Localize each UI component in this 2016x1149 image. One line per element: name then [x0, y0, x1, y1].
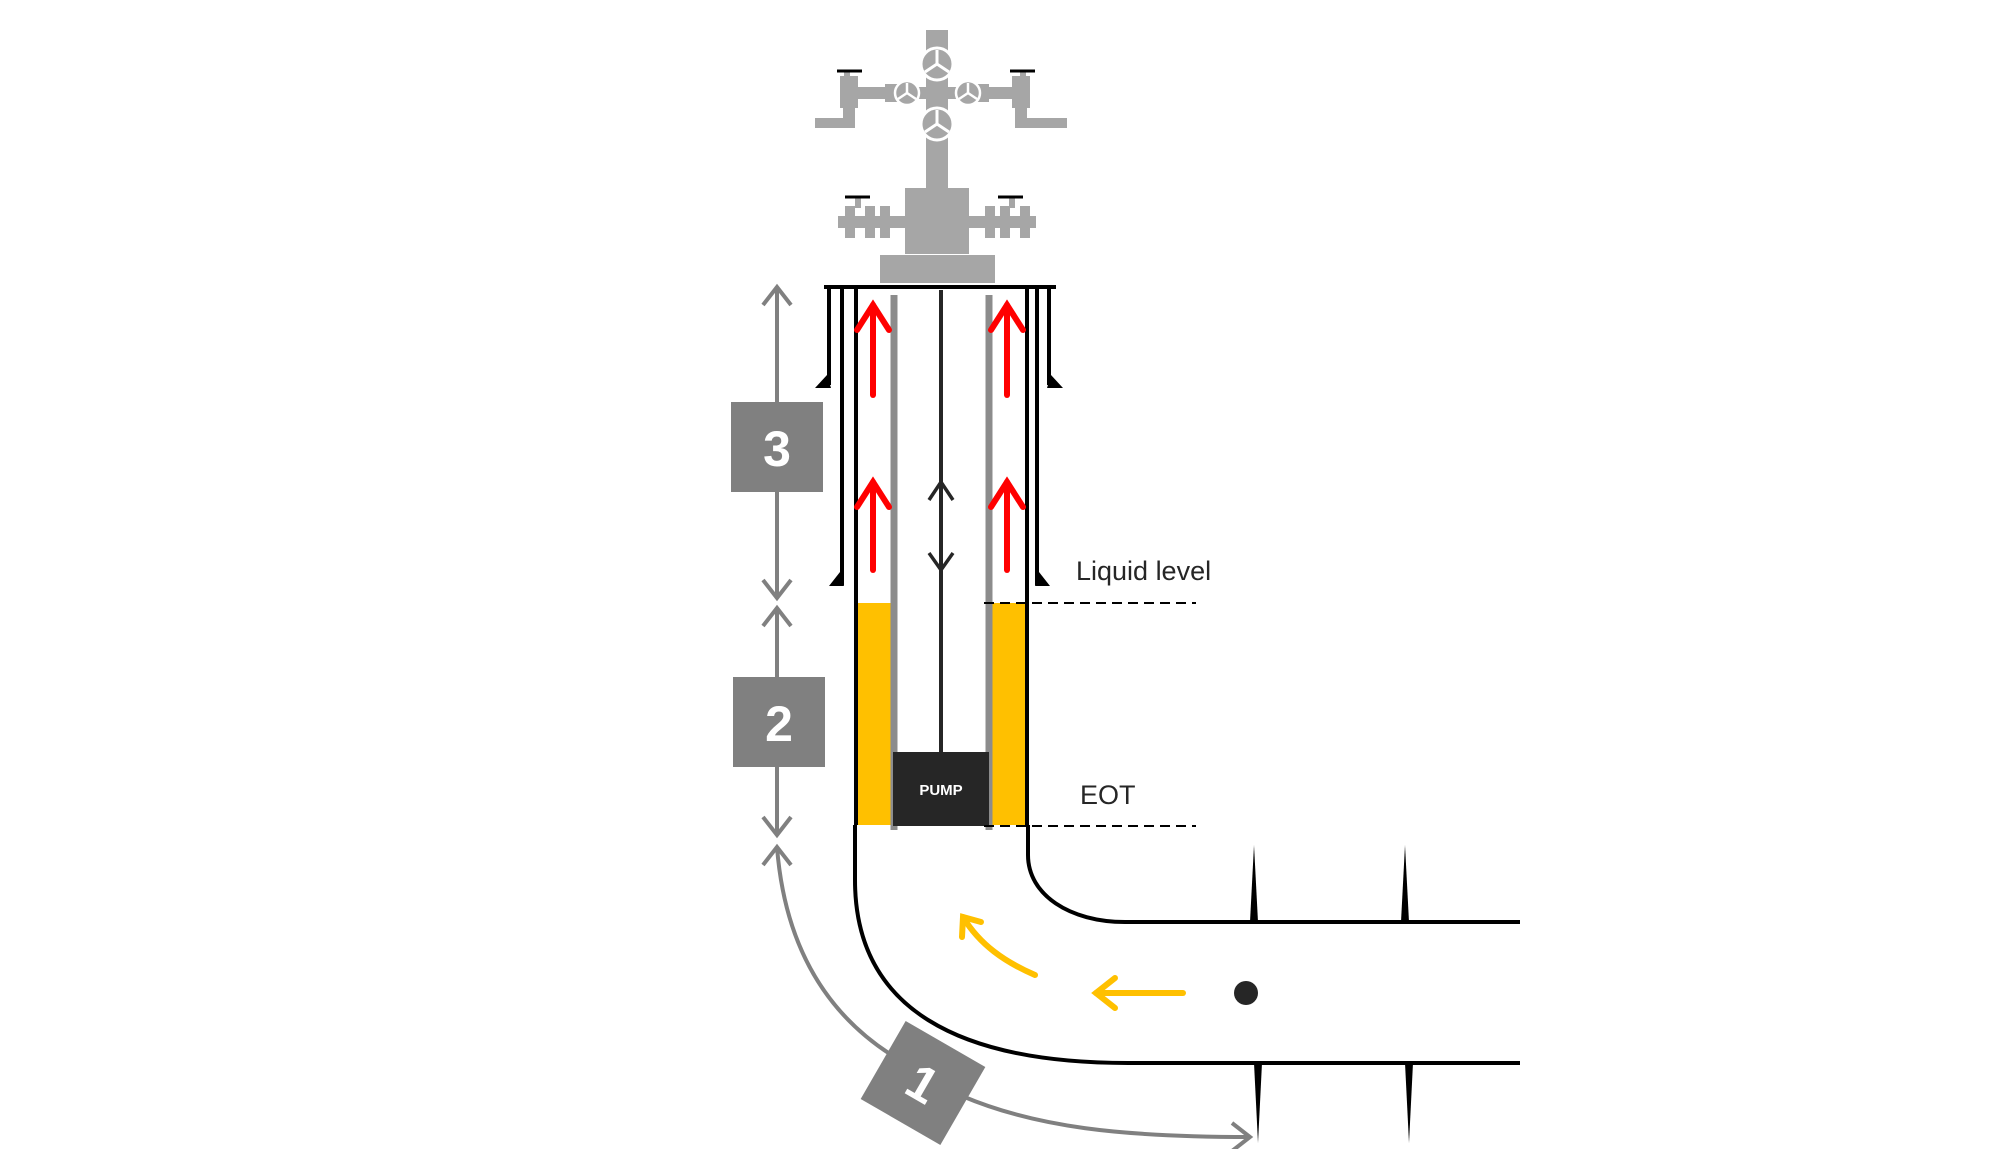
valve-handwheel-icon [893, 79, 921, 107]
pump-label: PUMP [919, 782, 962, 799]
lateral-wellbore [853, 825, 1520, 1065]
zone-2-box: 2 [733, 677, 825, 767]
zone-3-number: 3 [763, 421, 791, 477]
wellhead [815, 30, 1067, 283]
tubing [890, 295, 993, 830]
reservoir-flow-arrows [959, 913, 1186, 1011]
casing-shoe [829, 572, 1050, 586]
valve-handles [837, 69, 1035, 199]
perforation-spike-icon [1250, 845, 1413, 1143]
liquid-level-label: Liquid level [1076, 556, 1211, 586]
valve-handwheel-icon [954, 79, 982, 107]
pump [893, 752, 989, 826]
valve-handwheel-icon [919, 106, 955, 142]
zone-1-box: 1 [860, 1021, 986, 1145]
zone-2-number: 2 [765, 696, 793, 752]
liquid-column [858, 603, 1025, 825]
production-casing [854, 287, 1029, 825]
rod-stroke-arrows [927, 478, 955, 574]
casing-shoe [815, 375, 1063, 388]
zone-3-box: 3 [731, 402, 823, 492]
reservoir-marker-dot [1234, 981, 1258, 1005]
surface-casing [827, 287, 1051, 385]
intermediate-casing [840, 287, 1039, 585]
valve-handwheel-icon [919, 46, 955, 82]
eot-label: EOT [1080, 780, 1136, 810]
gas-flow-arrows [854, 299, 1026, 573]
